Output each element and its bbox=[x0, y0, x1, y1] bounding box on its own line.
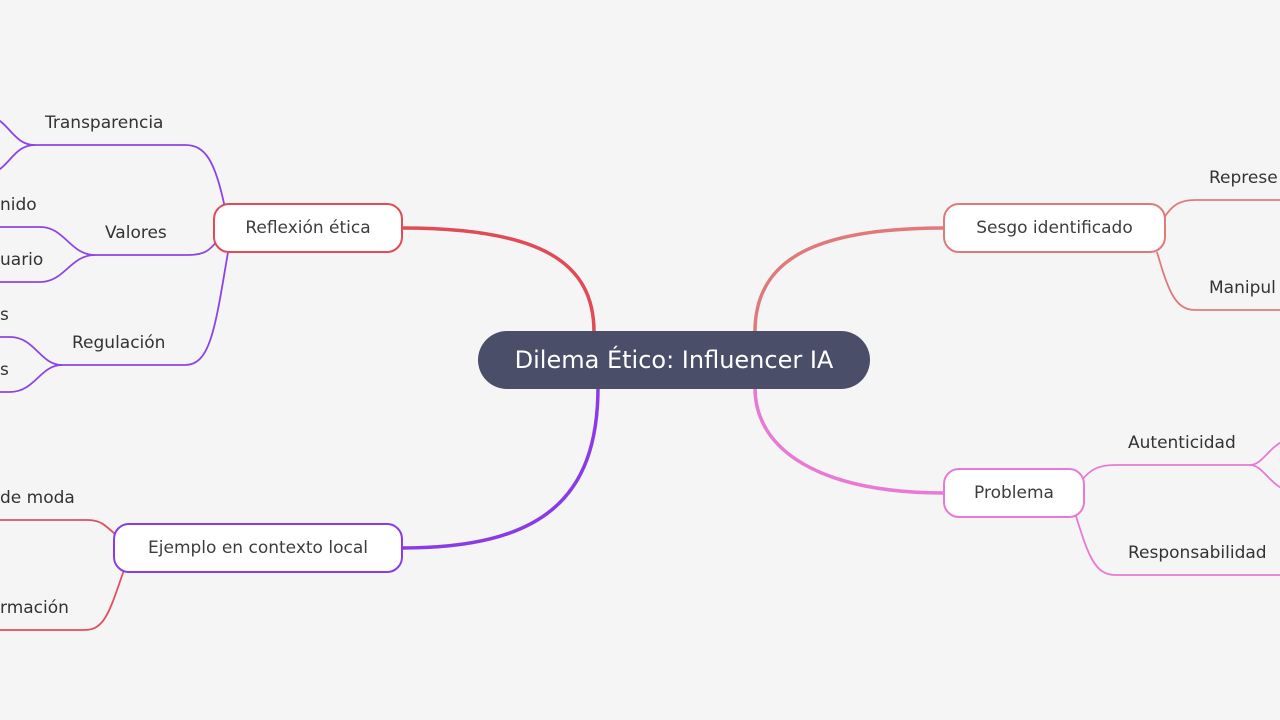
node-ejemplo-contexto-local[interactable]: Ejemplo en contexto local bbox=[113, 523, 403, 573]
link-transparencia-up bbox=[0, 119, 36, 146]
node-problema[interactable]: Problema bbox=[943, 468, 1085, 518]
link-regulacion-up bbox=[0, 336, 63, 366]
link-autenticidad bbox=[1081, 464, 1250, 481]
link-root-ejemplo bbox=[401, 386, 600, 550]
leaf-informacion[interactable]: rmación bbox=[0, 598, 69, 618]
root-node[interactable]: Dilema Ético: Influencer IA bbox=[478, 331, 870, 389]
root-label: Dilema Ético: Influencer IA bbox=[514, 346, 834, 374]
link-root-reflexion bbox=[401, 226, 596, 333]
link-regulacion-down bbox=[0, 364, 63, 393]
link-autenticidad-down bbox=[1249, 464, 1280, 489]
node-sesgo-identificado[interactable]: Sesgo identificado bbox=[943, 203, 1166, 253]
leaf-valores-usuario[interactable]: uario bbox=[0, 250, 44, 270]
link-formacion bbox=[0, 569, 125, 631]
node-problema-label: Problema bbox=[974, 483, 1054, 503]
link-autenticidad-up bbox=[1249, 441, 1280, 466]
leaf-manipulacion[interactable]: Manipul bbox=[1209, 278, 1276, 298]
leaf-autenticidad[interactable]: Autenticidad bbox=[1128, 433, 1236, 453]
link-responsabilidad bbox=[1075, 515, 1280, 576]
leaf-valores-contenido[interactable]: nido bbox=[0, 195, 37, 215]
leaf-regulacion-1[interactable]: s bbox=[0, 305, 9, 325]
link-valores-up bbox=[0, 226, 96, 256]
link-valores-down bbox=[0, 254, 96, 283]
node-ejemplo-label: Ejemplo en contexto local bbox=[148, 538, 368, 558]
link-transparencia-down bbox=[0, 144, 36, 171]
node-reflexion-etica[interactable]: Reflexión ética bbox=[213, 203, 403, 253]
node-sesgo-label: Sesgo identificado bbox=[976, 218, 1133, 238]
leaf-transparencia[interactable]: Transparencia bbox=[45, 113, 164, 133]
link-root-problema bbox=[753, 387, 945, 495]
link-regulacion bbox=[62, 251, 229, 366]
leaf-representacion[interactable]: Represe bbox=[1209, 168, 1278, 188]
leaf-regulacion[interactable]: Regulación bbox=[72, 333, 166, 353]
link-manipulacion bbox=[1156, 251, 1280, 311]
link-root-sesgo bbox=[753, 226, 945, 333]
link-moda bbox=[0, 519, 117, 536]
leaf-regulacion-2[interactable]: s bbox=[0, 360, 9, 380]
leaf-moda[interactable]: de moda bbox=[0, 488, 75, 508]
link-representacion bbox=[1163, 199, 1280, 219]
leaf-responsabilidad[interactable]: Responsabilidad bbox=[1128, 543, 1267, 563]
node-reflexion-label: Reflexión ética bbox=[245, 218, 371, 238]
link-transparencia bbox=[35, 144, 226, 209]
leaf-valores[interactable]: Valores bbox=[105, 223, 167, 243]
